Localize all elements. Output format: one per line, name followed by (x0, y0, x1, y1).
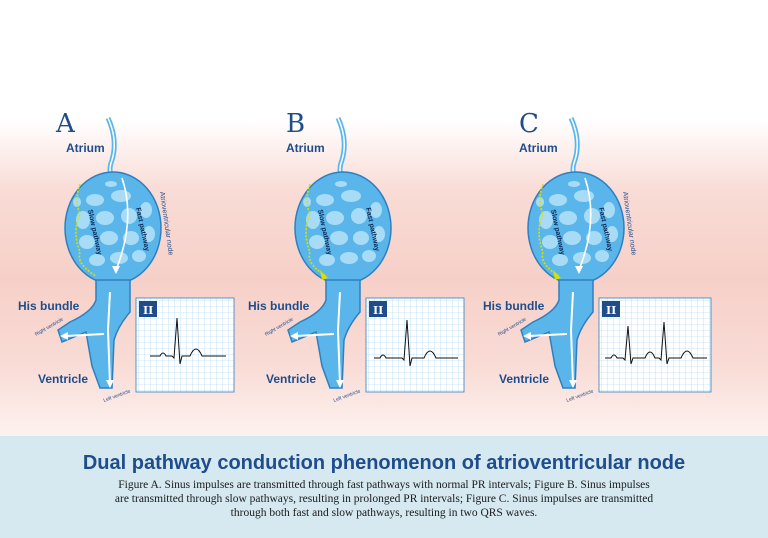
left-ventricle-label: Left ventricle (566, 388, 595, 403)
conduction-arrow-left (65, 333, 105, 337)
figure-caption: Figure A. Sinus impulses are transmitted… (114, 479, 654, 519)
ecg-strip: II (598, 297, 712, 393)
diagram-canvas: A Atrium Slow pathway Fast pathway Atrio… (18, 109, 712, 404)
atrium-label: Atrium (519, 141, 558, 155)
arrowhead (320, 270, 328, 280)
arrowhead (553, 270, 561, 280)
av-node (294, 171, 392, 285)
arrowhead (106, 380, 114, 388)
ecg-trace (605, 321, 707, 365)
arrowhead (575, 266, 583, 274)
ecg-trace (374, 319, 458, 367)
conduction-arrow-left (295, 333, 335, 337)
ecg-lead-label: II (606, 304, 616, 317)
his-bundle-label: His bundle (18, 299, 80, 313)
panel-letter: B (286, 109, 305, 139)
conduction-arrow-down (336, 291, 341, 385)
slow-pathway-line (75, 183, 97, 277)
atrium-label: Atrium (66, 141, 105, 155)
left-ventricle-label: Left ventricle (103, 388, 132, 403)
ventricle-label: Ventricle (266, 372, 316, 386)
arrowhead (112, 266, 120, 274)
arrowhead (290, 332, 298, 340)
ecg-lead-label: II (373, 304, 383, 317)
conduction-arrow-down (569, 291, 574, 385)
footer-panel (0, 436, 768, 538)
lead-badge (602, 301, 620, 317)
his-bundle-label: His bundle (248, 299, 310, 313)
atrium-label: Atrium (286, 141, 325, 155)
fast-pathway-line (115, 177, 129, 271)
lead-badge (369, 301, 387, 317)
conduction-arrow-down (106, 291, 111, 385)
slow-pathway-line (305, 183, 327, 277)
his-bundle-label: His bundle (483, 299, 545, 313)
arrowhead (569, 380, 577, 388)
ecg-trace (150, 317, 226, 365)
arrowhead (523, 332, 531, 340)
ecg-strip: II (135, 297, 235, 393)
panel-b: B Atrium Slow pathway Fast pathway His b… (248, 109, 465, 404)
ecg-lead-label: II (143, 304, 153, 317)
panel-letter: C (519, 109, 539, 139)
page-title: Dual pathway conduction phenomenon of at… (82, 452, 686, 474)
panel-letter: A (55, 109, 76, 139)
left-ventricle-label: Left ventricle (333, 388, 362, 403)
panel-c: C Atrium Slow pathway Fast pathway Atrio… (483, 109, 712, 404)
panel-a: A Atrium Slow pathway Fast pathway Atrio… (18, 109, 235, 404)
arrowhead (336, 380, 344, 388)
ventricle-label: Ventricle (38, 372, 88, 386)
ecg-strip: II (365, 297, 465, 393)
lead-badge (139, 301, 157, 317)
ventricle-label: Ventricle (499, 372, 549, 386)
conduction-arrow-left (528, 333, 568, 337)
fast-pathway-line (578, 177, 592, 271)
slow-pathway-line (538, 183, 560, 277)
arrowhead (60, 332, 68, 340)
